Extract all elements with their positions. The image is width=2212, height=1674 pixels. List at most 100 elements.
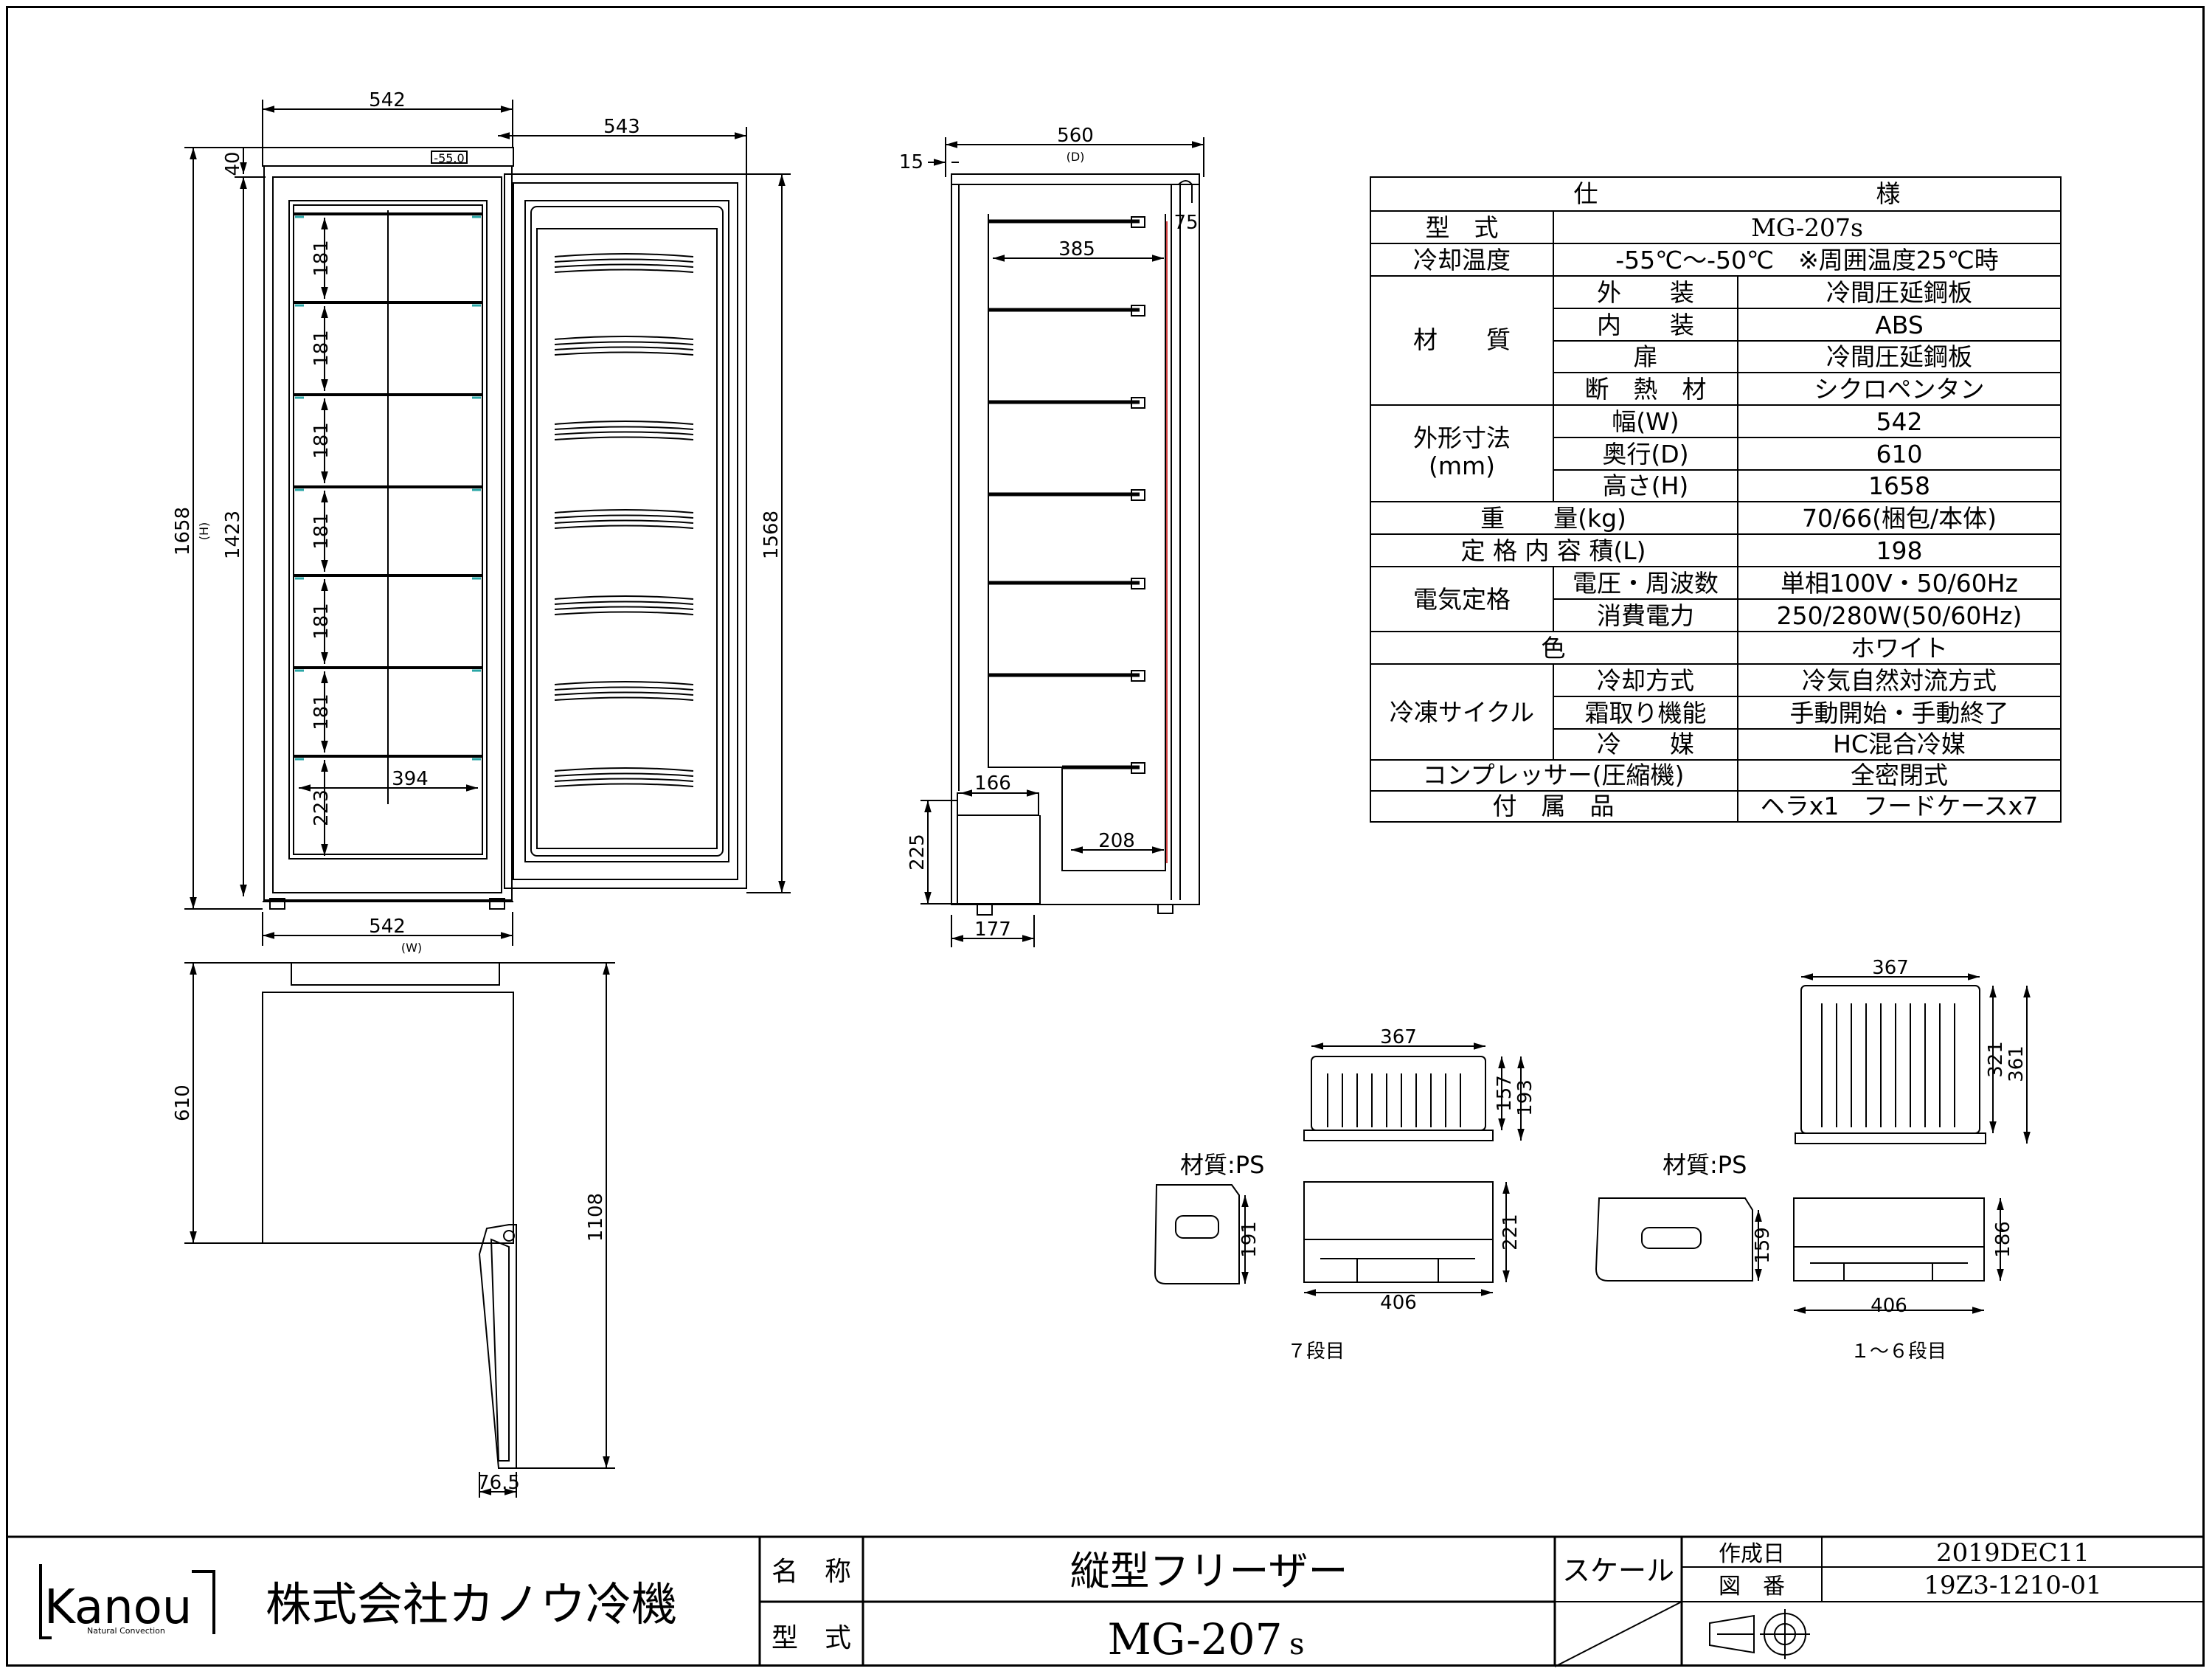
temp-display: -55.0 bbox=[434, 151, 464, 165]
spec-table bbox=[1370, 176, 2062, 823]
spec-comp-value: 全密閉式 bbox=[1851, 761, 1948, 789]
case-1-6-drawing bbox=[1595, 973, 2031, 1314]
dim-total-height-sub: (H) bbox=[197, 522, 211, 541]
spec-defrost-value: 手動開始・手動終了 bbox=[1790, 699, 2009, 727]
dim-open-depth: 1108 bbox=[585, 1193, 607, 1242]
dim-top-height: 40 bbox=[222, 151, 244, 176]
spec-header-right: 様 bbox=[1876, 179, 1901, 208]
spec-acc-label: 付 属 品 bbox=[1493, 792, 1615, 820]
dim-shelf-gap-6: 181 bbox=[311, 694, 333, 730]
spec-size-label: 外形寸法 bbox=[1413, 423, 1511, 452]
dim-width-top: 542 bbox=[369, 89, 406, 111]
title-block-text: Kanou Natural Convection 株式会社カノウ冷機 名 称 縦… bbox=[44, 1538, 2102, 1664]
dim-depth-sub: (D) bbox=[1067, 150, 1085, 164]
spec-exterior-value: 冷間圧延鋼板 bbox=[1826, 278, 1972, 307]
case7-caption: ７段目 bbox=[1287, 1341, 1345, 1363]
spec-interior-value: ABS bbox=[1875, 311, 1924, 339]
case16-bottom-w: 406 bbox=[1871, 1295, 1907, 1317]
case7-width: 367 bbox=[1380, 1026, 1417, 1048]
title-scale-label: スケール bbox=[1562, 1554, 1674, 1587]
drawing-frame bbox=[6, 6, 2205, 1667]
case7-bottom-w: 406 bbox=[1380, 1292, 1417, 1314]
case-7-drawing bbox=[1154, 1042, 1525, 1296]
dim-door-height: 1568 bbox=[760, 511, 783, 559]
dim-width-bottom-sub: (W) bbox=[401, 941, 422, 955]
spec-elec-label: 電気定格 bbox=[1413, 585, 1511, 614]
spec-door-value: 冷間圧延鋼板 bbox=[1826, 342, 1972, 371]
title-model-value: MG-207 bbox=[1107, 1614, 1282, 1664]
dim-step-height: 225 bbox=[906, 834, 929, 871]
spec-defrost-label: 霜取り機能 bbox=[1585, 699, 1707, 727]
dim-inner-height: 1423 bbox=[222, 511, 244, 559]
spec-acc-value: ヘラx1 フードケースx7 bbox=[1761, 792, 2038, 820]
title-dwg-value: 19Z3-1210-01 bbox=[1924, 1571, 2101, 1600]
door-baskets bbox=[554, 253, 694, 787]
case16-h2: 361 bbox=[2005, 1045, 2028, 1082]
spec-header-left: 仕 bbox=[1574, 179, 1598, 208]
dim-total-height: 1658 bbox=[172, 507, 194, 556]
case7-h2: 193 bbox=[1514, 1079, 1536, 1116]
spec-power-value: 250/280W(50/60Hz) bbox=[1777, 601, 2022, 630]
title-block bbox=[6, 1535, 2205, 1667]
front-view-labels: 542 543 -55.0 40 1658 (H) 1423 1568 181 … bbox=[172, 89, 783, 955]
spec-depth-label: 奥行(D) bbox=[1602, 440, 1688, 468]
spec-material-label: 材 質 bbox=[1413, 325, 1511, 354]
shelves bbox=[294, 212, 482, 758]
spec-height-label: 高さ(H) bbox=[1603, 471, 1689, 500]
spec-table-text: 仕 様 型 式 MG-207s 冷却温度 -55℃～-50℃ ※周囲温度25℃時… bbox=[1390, 179, 2038, 820]
side-view bbox=[920, 137, 1204, 947]
spec-voltage-label: 電圧・周波数 bbox=[1573, 569, 1719, 598]
front-view bbox=[184, 100, 747, 946]
case7-front-h: 221 bbox=[1499, 1214, 1522, 1251]
company-logo: Kanou bbox=[44, 1580, 192, 1635]
dim-hinge: 76.5 bbox=[477, 1472, 520, 1494]
case16-caption: １～６段目 bbox=[1851, 1341, 1946, 1363]
title-name-value: 縦型フリーザー bbox=[1070, 1548, 1348, 1594]
title-dwg-label: 図 番 bbox=[1719, 1574, 1785, 1599]
spec-voltage-value: 単相100V・50/60Hz bbox=[1781, 569, 2018, 598]
case7-h1: 157 bbox=[1494, 1075, 1516, 1112]
title-name-label: 名 称 bbox=[772, 1557, 851, 1587]
dim-shelf-gap-4: 181 bbox=[311, 513, 333, 550]
spec-capacity-label: 定 格 内 容 積(L) bbox=[1460, 536, 1646, 565]
dim-offset: 15 bbox=[899, 151, 923, 173]
spec-cycle-label: 冷凍サイクル bbox=[1390, 698, 1534, 727]
dim-inner-depth: 385 bbox=[1058, 238, 1095, 260]
spec-cooling-value: 冷気自然対流方式 bbox=[1802, 666, 1997, 695]
case16-front-h: 186 bbox=[1992, 1221, 2014, 1258]
dim-bottom-width: 208 bbox=[1098, 830, 1135, 852]
spec-exterior-label: 外 装 bbox=[1597, 278, 1694, 307]
spec-comp-label: コンプレッサー(圧縮機) bbox=[1423, 761, 1685, 789]
dim-step-width: 166 bbox=[974, 772, 1011, 795]
side-view-labels: 15 560 (D) 75 385 166 225 208 177 bbox=[899, 125, 1199, 941]
spec-height-value: 1658 bbox=[1868, 471, 1930, 500]
spec-capacity-value: 198 bbox=[1876, 536, 1923, 565]
case16-width: 367 bbox=[1872, 957, 1909, 979]
spec-temp-label: 冷却温度 bbox=[1413, 246, 1511, 274]
spec-power-label: 消費電力 bbox=[1597, 601, 1694, 630]
door-front bbox=[504, 173, 791, 893]
side-shelves bbox=[988, 216, 1145, 774]
dim-door-width: 543 bbox=[603, 116, 640, 138]
dim-gap: 75 bbox=[1173, 212, 1198, 234]
spec-door-label: 扉 bbox=[1634, 342, 1658, 371]
dim-depth: 560 bbox=[1057, 125, 1094, 147]
dim-shelf-gap-2: 181 bbox=[311, 330, 333, 367]
spec-color-label: 色 bbox=[1542, 634, 1566, 663]
dim-foot-width: 177 bbox=[974, 919, 1011, 941]
dim-width-bottom: 542 bbox=[369, 916, 406, 938]
title-date-value: 2019DEC11 bbox=[1936, 1538, 2090, 1568]
dim-shelf-gap-1: 181 bbox=[311, 240, 333, 277]
spec-size-unit: (mm) bbox=[1429, 452, 1495, 480]
spec-depth-value: 610 bbox=[1876, 440, 1923, 468]
spec-refrig-value: HC混合冷媒 bbox=[1833, 730, 1966, 758]
spec-color-value: ホワイト bbox=[1851, 634, 1948, 663]
case7-material: 材質:PS bbox=[1180, 1151, 1264, 1179]
spec-interior-label: 内 装 bbox=[1597, 311, 1694, 339]
case-1-6-labels: 367 321 361 材質:PS 159 186 406 １～６段目 bbox=[1663, 957, 2028, 1363]
title-model-label: 型 式 bbox=[772, 1623, 851, 1653]
spec-model-label: 型 式 bbox=[1426, 213, 1499, 242]
top-view-labels: 610 1108 76.5 bbox=[172, 1085, 607, 1494]
spec-insulation-label: 断 熱 材 bbox=[1585, 375, 1707, 404]
